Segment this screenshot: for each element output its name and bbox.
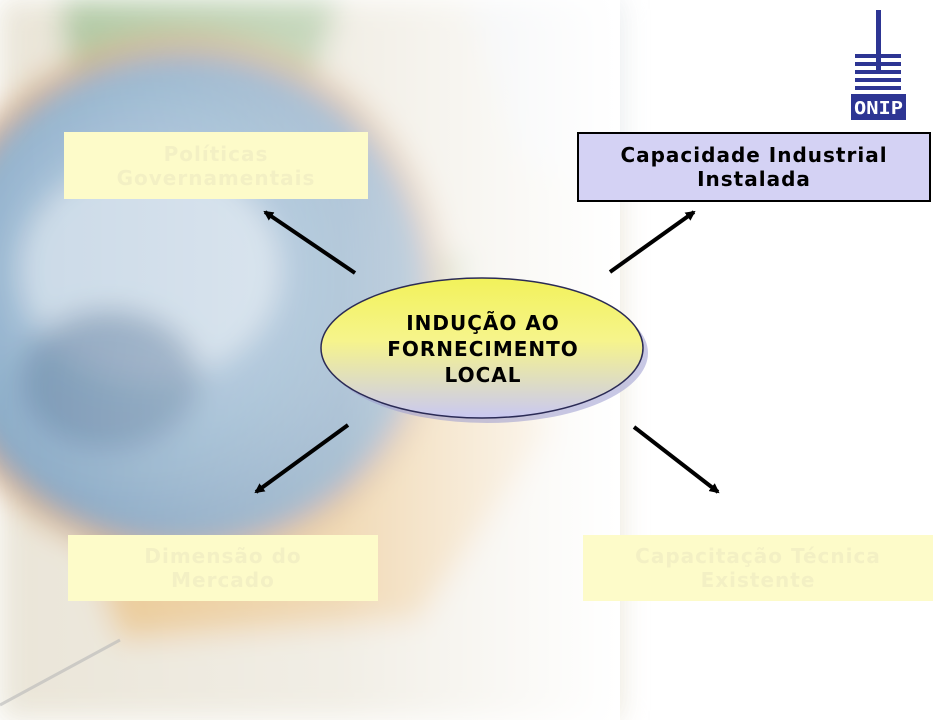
node-politicas-governamentais: Políticas Governamentais <box>64 132 368 199</box>
center-label-line: INDUÇÃO AO <box>406 310 560 335</box>
node-label-line: Capacitação Técnica <box>635 544 881 568</box>
node-label-line: Mercado <box>171 568 275 592</box>
arrow-to-bottom-left <box>254 423 350 494</box>
arrow-to-top-left <box>263 210 357 275</box>
node-label-line: Dimensão do <box>144 544 302 568</box>
center-ellipse <box>320 277 644 419</box>
center-label-line: LOCAL <box>444 362 522 387</box>
center-node-label: INDUÇÃO AO FORNECIMENTO LOCAL <box>322 278 644 419</box>
node-label-line: Instalada <box>697 167 811 191</box>
onip-logo: ONIP <box>851 10 906 120</box>
node-capacidade-industrial: Capacidade Industrial Instalada <box>577 132 931 202</box>
logo-text: ONIP <box>854 98 903 119</box>
node-label-line: Políticas <box>163 141 269 166</box>
node-label-line: Capacidade Industrial <box>620 143 888 167</box>
node-label-line: Governamentais <box>116 165 316 190</box>
arrow-to-bottom-right <box>632 425 720 494</box>
arrow-to-top-right <box>608 210 696 274</box>
node-capacitacao-tecnica: Capacitação Técnica Existente <box>583 535 933 601</box>
node-dimensao-mercado: Dimensão do Mercado <box>68 535 378 601</box>
node-label-line: Existente <box>700 568 816 592</box>
center-label-line: FORNECIMENTO <box>387 336 579 361</box>
